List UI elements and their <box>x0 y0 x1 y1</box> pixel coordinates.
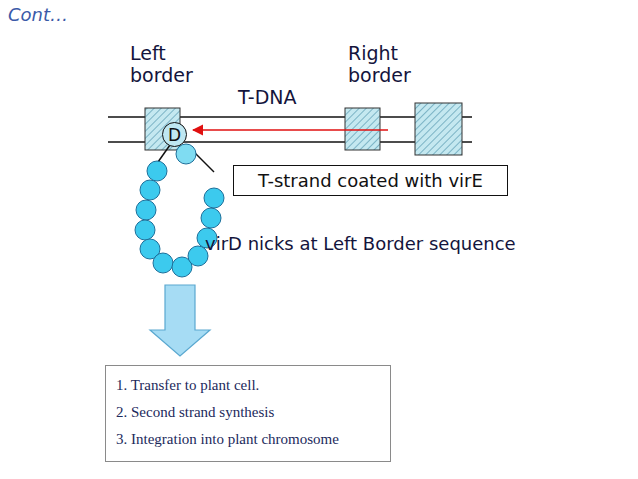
continuation-note: Cont… <box>8 4 128 26</box>
vire-protein <box>153 253 173 273</box>
part-label: Left border <box>130 42 210 86</box>
callout-box: T-strand coated with virE <box>233 165 508 196</box>
node-label: T-strand coated with virE <box>258 171 483 191</box>
vire-protein <box>176 144 196 164</box>
vire-protein <box>201 208 221 228</box>
step-text: 1. Transfer to plant cell. <box>116 372 380 399</box>
node-label: D <box>168 125 181 145</box>
hatched-block <box>415 103 462 155</box>
vire-protein <box>136 200 156 220</box>
annotation: virD nicks at Left Border sequence <box>205 233 585 255</box>
step-box: 1. Transfer to plant cell.2. Second stra… <box>105 365 391 462</box>
vire-protein <box>140 180 160 200</box>
part-label: Right border <box>348 42 428 86</box>
step-text: 3. Integration into plant chromosome <box>116 426 380 453</box>
strand-link <box>158 145 170 162</box>
vire-protein <box>147 161 167 181</box>
vire-chain <box>135 144 224 277</box>
flow-arrow <box>150 285 210 356</box>
vire-protein <box>204 188 224 208</box>
vire-protein <box>135 220 155 240</box>
vird-protein: D <box>162 122 187 147</box>
step-text: 2. Second strand synthesis <box>116 399 380 426</box>
part-label: T-DNA <box>238 86 328 108</box>
strand-direction-arrow <box>193 129 388 131</box>
border-sequence <box>345 108 380 150</box>
